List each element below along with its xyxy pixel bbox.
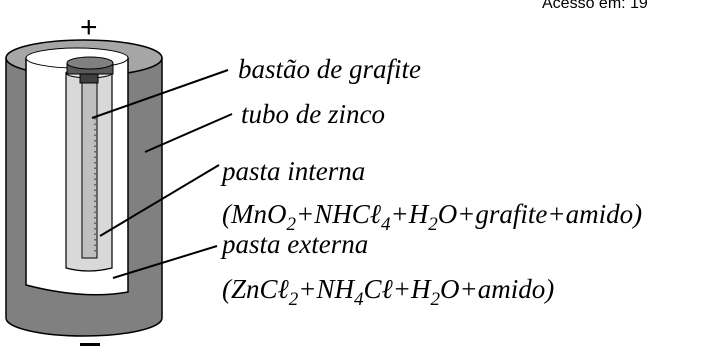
- label-external-paste: pasta externa: [220, 229, 368, 259]
- leader-internal-paste: [99, 164, 220, 237]
- label-internal-paste: pasta interna: [220, 156, 365, 186]
- label-zinc-tube: tubo de zinco: [241, 99, 385, 129]
- negative-terminal-sign: [80, 343, 100, 346]
- leader-graphite-rod: [91, 69, 229, 119]
- terminal-cap-top: [66, 56, 114, 70]
- leader-external-paste: [112, 245, 218, 279]
- positive-terminal-sign: +: [80, 11, 98, 44]
- label-external-paste-formula: (ZnCℓ2+NH4Cℓ+H2O+amido): [222, 274, 554, 310]
- access-date-text: Acesso em: 19: [542, 0, 648, 12]
- leader-zinc-tube: [144, 113, 233, 153]
- label-internal-paste-formula: (MnO2+NHCℓ4+H2O+grafite+amido): [222, 199, 642, 235]
- label-graphite-rod: bastão de grafite: [238, 54, 421, 84]
- terminal-cap-neck: [79, 73, 99, 84]
